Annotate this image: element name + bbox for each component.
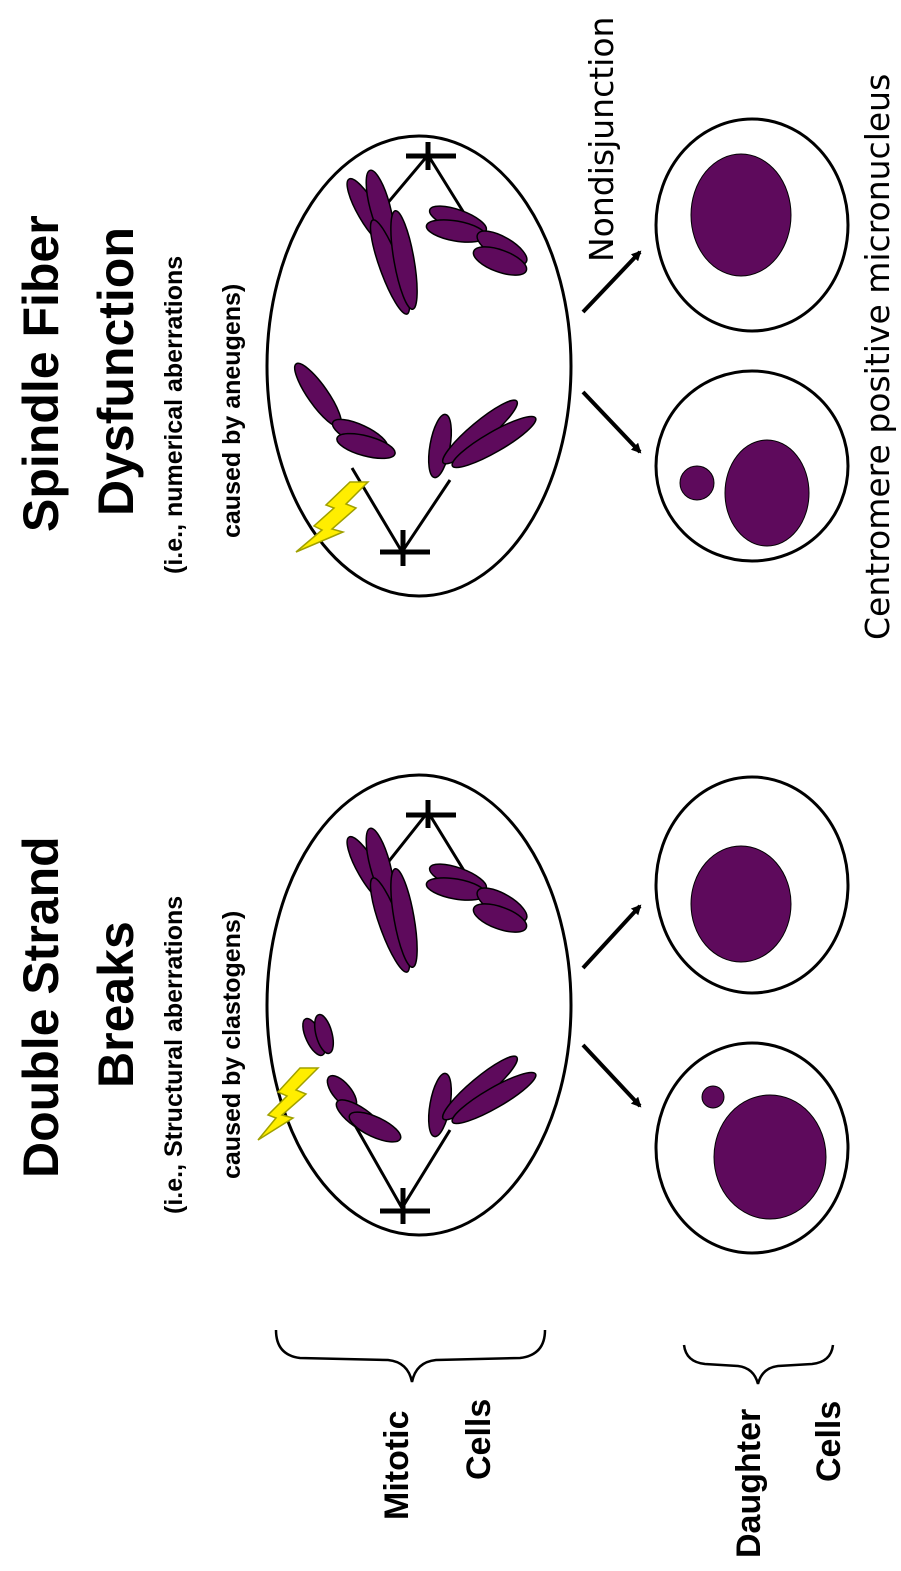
mitotic-cells-brace bbox=[276, 1330, 545, 1382]
double-strand-subtitle-line1: (i.e., Structural aberrations bbox=[160, 896, 188, 1214]
daughter-label-word1: Daughter bbox=[730, 1409, 768, 1558]
spindle-fiber-subtitle-line1: (i.e., numerical aberrations bbox=[160, 256, 188, 574]
daughter-label-word2: Cells bbox=[810, 1401, 848, 1482]
nondisjunction-label: Nondisjunction bbox=[582, 17, 621, 262]
double-strand-title-line1: Double Strand bbox=[13, 836, 69, 1178]
double-strand-title-line2: Breaks bbox=[88, 921, 144, 1088]
arrow-to-daughter-micronucleus-left bbox=[583, 1045, 640, 1106]
mitotic-label-word1: Mitotic bbox=[378, 1410, 416, 1520]
centromere-positive-micronucleus bbox=[680, 466, 714, 500]
daughter-nucleus-normal bbox=[691, 846, 791, 962]
daughter-nucleus bbox=[714, 1095, 826, 1219]
double-strand-subtitle-line2: caused by clastogens) bbox=[218, 911, 246, 1179]
mitotic-cell-double-strand bbox=[267, 775, 571, 1235]
spindle-fiber-title-line2: Dysfunction bbox=[88, 227, 144, 516]
spindle-fiber-title-line1: Spindle Fiber bbox=[13, 215, 69, 532]
micronucleus bbox=[702, 1086, 724, 1108]
arrow-to-daughter-normal-left bbox=[583, 906, 640, 968]
daughter-cells-brace bbox=[684, 1345, 833, 1384]
arrow-to-daughter-micronucleus-right bbox=[583, 392, 640, 452]
daughter-nucleus-aneuploid bbox=[725, 440, 809, 546]
centromere-positive-micronucleus-label: Centromere positive micronucleus bbox=[858, 74, 897, 640]
mitotic-label-word2: Cells bbox=[460, 1399, 498, 1480]
daughter-nucleus-normal-2 bbox=[691, 154, 791, 276]
spindle-fiber-subtitle-line2: caused by aneugens) bbox=[218, 284, 246, 538]
